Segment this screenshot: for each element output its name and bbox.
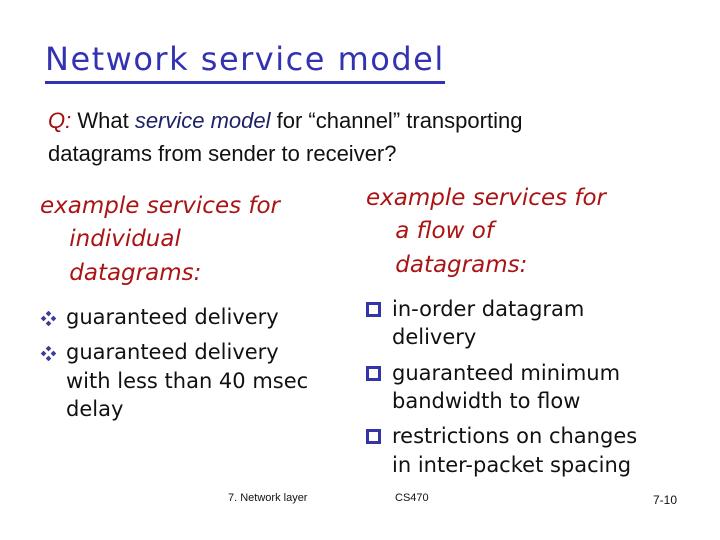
question-emphasis-text: service model	[134, 108, 271, 133]
diamond-bullet-icon	[40, 303, 66, 331]
list-item: restrictions on changes in inter-packet …	[366, 422, 716, 479]
bullet-text: guaranteed minimum bandwidth to flow	[392, 360, 621, 414]
list-item: in-order datagram delivery	[366, 295, 716, 352]
square-bullet-icon	[366, 359, 392, 388]
footer-section-label: 7. Network layer	[228, 492, 308, 504]
footer-course-label: CS470	[395, 492, 429, 504]
list-item: guaranteed delivery	[40, 303, 362, 331]
question-paragraph: Q: What service model for “channel” tran…	[48, 104, 668, 170]
footer-page-number: 7-10	[653, 493, 678, 507]
bullet-text: guaranteed delivery with less than 40 ms…	[66, 340, 309, 422]
slide-title: Network service model	[45, 40, 445, 85]
bullet-text: restrictions on changes in inter-packet …	[392, 424, 638, 477]
list-item: guaranteed delivery with less than 40 ms…	[40, 338, 362, 423]
square-bullet-icon	[366, 295, 392, 324]
question-rest-text: for “channel” transporting datagrams fro…	[48, 108, 523, 166]
bullet-text: guaranteed delivery	[66, 305, 279, 330]
bullet-text: in-order datagram delivery	[392, 297, 585, 350]
square-bullet-icon	[366, 422, 392, 451]
right-column: example services for a flow of datagrams…	[366, 182, 716, 486]
left-column: example services for individual datagram…	[40, 190, 362, 430]
left-column-heading: example services for individual datagram…	[40, 193, 281, 286]
list-item: guaranteed minimum bandwidth to flow	[366, 359, 716, 416]
diamond-bullet-icon	[40, 338, 66, 366]
left-bullet-list: guaranteed delivery guaranteed delivery …	[40, 303, 362, 423]
question-label: Q:	[48, 108, 72, 133]
right-column-heading: example services for a flow of datagrams…	[366, 185, 607, 278]
question-lead-text: What	[71, 108, 135, 133]
right-bullet-list: in-order datagram delivery guaranteed mi…	[366, 295, 716, 479]
